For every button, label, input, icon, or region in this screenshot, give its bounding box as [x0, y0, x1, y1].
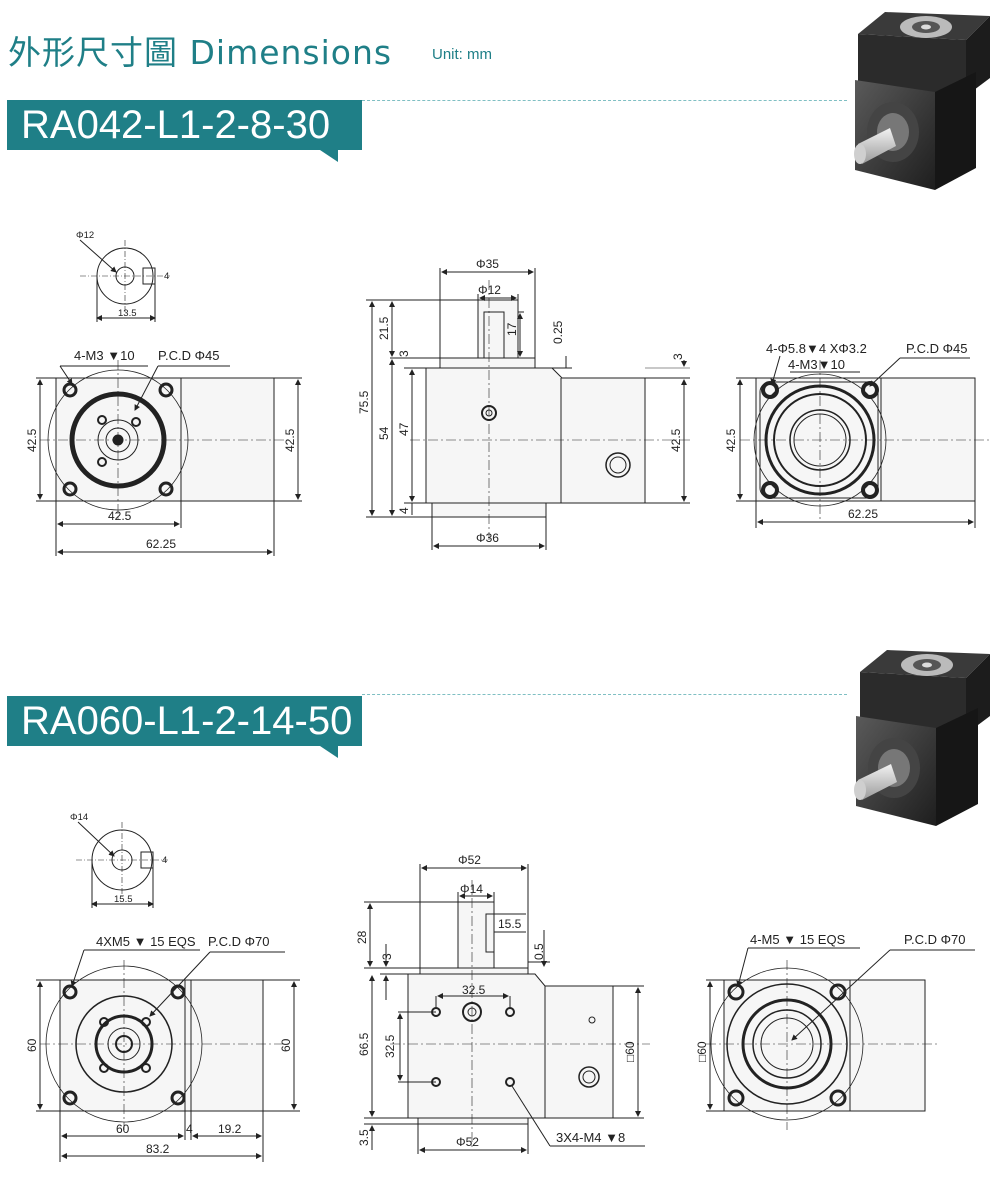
m2-side-l325: 32.5 — [462, 983, 486, 997]
m1-front-pcd: P.C.D Φ45 — [158, 348, 219, 363]
m2-side-l155: 15.5 — [498, 917, 522, 931]
m1-front-width-2: 62.25 — [146, 537, 176, 551]
m2-front-width-2: 83.2 — [146, 1142, 170, 1156]
m1-shaft-width: 13.5 — [118, 308, 137, 319]
m2-rear-holes: 4-M5 ▼ 15 EQS — [750, 932, 846, 947]
m1-rear-view — [736, 355, 990, 528]
m1-side-l215: 21.5 — [377, 316, 391, 340]
m1-side-l47: 47 — [397, 422, 411, 436]
m1-shaft-view — [79, 239, 170, 322]
gearbox-photo-2 — [854, 650, 990, 826]
m2-front-holes: 4XM5 ▼ 15 EQS — [96, 934, 196, 949]
m2-side-l05: 0.5 — [532, 943, 546, 960]
m2-side-l325v: 32.5 — [383, 1034, 397, 1058]
m1-side-l4: 4 — [397, 507, 411, 514]
m1-rear-holes-1: 4-Φ5.8▼4 XΦ3.2 — [766, 341, 867, 356]
page-title: 外形尺寸圖 Dimensions — [8, 33, 393, 72]
m1-side-l54: 54 — [377, 426, 391, 440]
m1-front-height-right: 42.5 — [283, 428, 297, 452]
m2-shaft-view — [76, 821, 168, 908]
m2-shaft-key: 4 — [162, 855, 167, 866]
model-banner-2-tail — [320, 746, 338, 758]
m2-side-d14: Φ14 — [460, 882, 483, 896]
m2-front-width-4: 19.2 — [218, 1122, 242, 1136]
divider-line-1 — [362, 100, 847, 101]
m2-side-d52: Φ52 — [458, 853, 481, 867]
m2-rear-square: □60 — [695, 1041, 709, 1062]
m2-side-l3: 3 — [380, 953, 394, 960]
model-banner-1: RA042-L1-2-8-30 — [7, 100, 362, 150]
m1-side-l3b: 3 — [671, 353, 685, 360]
m1-front-width-1: 42.5 — [108, 509, 132, 523]
m1-side-l425: 42.5 — [669, 428, 683, 452]
m1-side-view — [366, 268, 690, 550]
m1-rear-pcd: P.C.D Φ45 — [906, 341, 967, 356]
m1-side-d12: Φ12 — [478, 283, 501, 297]
m2-front-height: 60 — [25, 1038, 39, 1052]
m1-side-d35: Φ35 — [476, 257, 499, 271]
m2-rear-view — [706, 947, 975, 1130]
m2-front-pcd: P.C.D Φ70 — [208, 934, 269, 949]
m2-front-width-1: 60 — [116, 1122, 130, 1136]
m2-rear-pcd: P.C.D Φ70 — [904, 932, 965, 947]
m2-side-l665: 66.5 — [357, 1032, 371, 1056]
model-banner-2: RA060-L1-2-14-50 — [7, 696, 362, 746]
divider-line-2 — [362, 694, 847, 695]
m1-side-l025: 0.25 — [551, 320, 565, 344]
m2-side-l35: 3.5 — [357, 1129, 371, 1146]
m2-side-l28: 28 — [355, 930, 369, 944]
m1-side-l17: 17 — [505, 322, 519, 336]
m1-shaft-key: 4 — [164, 271, 169, 282]
m2-front-height-right: 60 — [279, 1038, 293, 1052]
m1-front-holes: 4-M3 ▼10 — [74, 348, 135, 363]
m2-side-view — [364, 864, 650, 1154]
m2-shaft-dia: Φ14 — [70, 812, 88, 823]
unit-label: Unit: mm — [432, 46, 492, 63]
m1-side-l755: 75.5 — [357, 390, 371, 414]
m2-side-d52b: Φ52 — [456, 1135, 479, 1149]
m1-front-height: 42.5 — [25, 428, 39, 452]
m2-side-sq60: □60 — [623, 1041, 637, 1062]
m2-front-width-3: 4 — [186, 1122, 193, 1136]
m1-side-d36: Φ36 — [476, 531, 499, 545]
m1-rear-holes-2: 4-M3▼10 — [788, 357, 845, 372]
m1-front-view — [36, 360, 302, 556]
m1-side-l3a: 3 — [397, 350, 411, 357]
m2-side-holes: 3X4-M4 ▼8 — [556, 1130, 625, 1145]
m1-rear-width: 62.25 — [848, 507, 878, 521]
gearbox-photo-1 — [854, 12, 990, 190]
m1-shaft-dia: Φ12 — [76, 230, 94, 241]
m2-front-view — [36, 949, 300, 1162]
m1-rear-height: 42.5 — [724, 428, 738, 452]
model-banner-1-tail — [320, 150, 338, 162]
m2-shaft-width: 15.5 — [114, 894, 133, 905]
